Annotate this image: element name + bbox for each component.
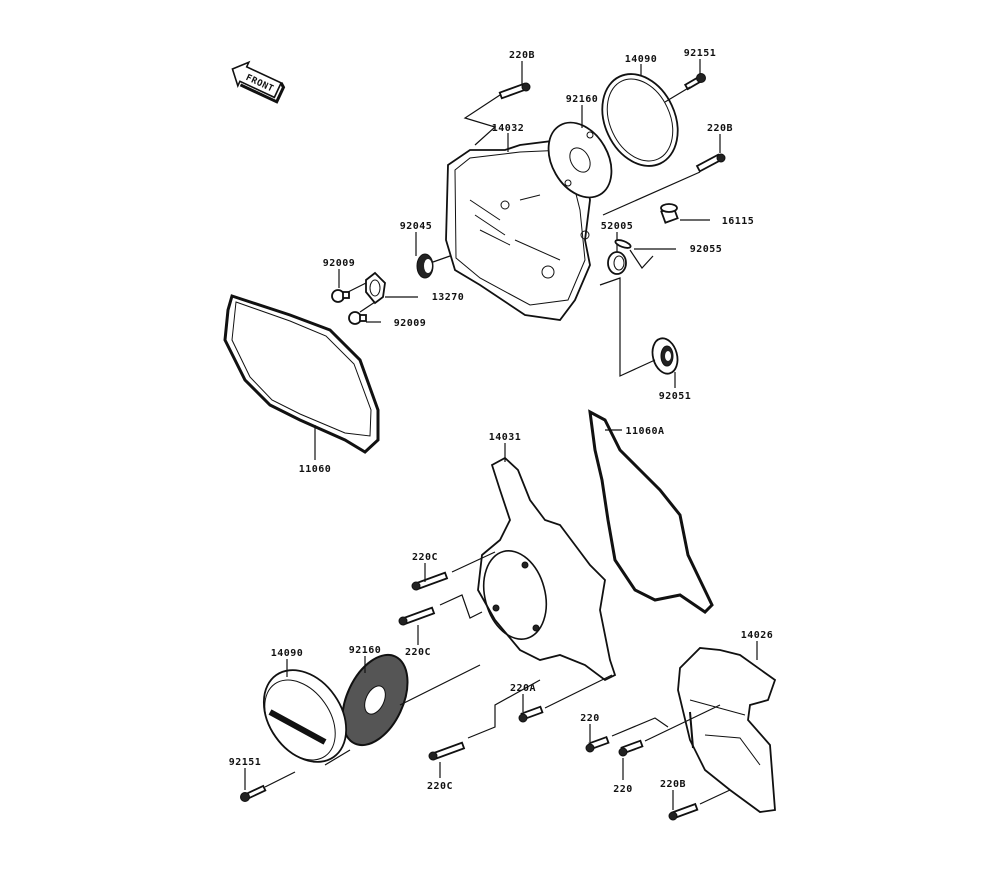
label-92160-bottom: 92160	[349, 645, 382, 656]
gasket-92160-top[interactable]	[536, 111, 624, 208]
label-16115: 16115	[722, 216, 755, 227]
plug-16115[interactable]	[660, 203, 679, 224]
gasket-11060a[interactable]	[588, 409, 714, 614]
bolt-92151-top[interactable]	[683, 73, 706, 91]
label-220-a: 220	[580, 713, 600, 724]
seal-52005[interactable]	[607, 251, 627, 275]
cover-14090-bottom[interactable]	[247, 654, 363, 777]
gasket-92160-bottom[interactable]	[329, 645, 420, 756]
bolt-220-b[interactable]	[618, 739, 644, 757]
label-220b-top: 220B	[509, 50, 535, 61]
label-220c-a: 220C	[412, 552, 438, 563]
oring-92055[interactable]	[614, 238, 632, 249]
label-92055: 92055	[690, 244, 723, 255]
label-220c-b: 220C	[405, 647, 431, 658]
label-14031: 14031	[489, 432, 522, 443]
bolt-220b-top[interactable]	[498, 82, 531, 100]
bolt-220c-b[interactable]	[398, 606, 436, 626]
label-92151-bottom: 92151	[229, 757, 262, 768]
bolt-220a[interactable]	[518, 705, 544, 723]
label-11060: 11060	[299, 464, 332, 475]
label-92045: 92045	[400, 221, 433, 232]
bolt-92009-a[interactable]	[331, 289, 350, 303]
bolt-220c-c[interactable]	[428, 741, 466, 761]
seal-92045[interactable]	[416, 253, 434, 279]
label-13270: 13270	[432, 292, 465, 303]
plate-13270[interactable]	[365, 271, 386, 305]
label-14032: 14032	[492, 123, 525, 134]
label-92160-top: 92160	[566, 94, 599, 105]
generator-cover-14031[interactable]	[474, 456, 617, 682]
label-92009-b: 92009	[394, 318, 427, 329]
label-220c-c: 220C	[427, 781, 453, 792]
front-arrow-icon: FRONT	[231, 60, 286, 104]
bolt-220-a[interactable]	[585, 735, 610, 753]
bolt-220b-bottom[interactable]	[668, 802, 699, 821]
bolt-92151-bottom[interactable]	[240, 784, 267, 802]
label-220b-bottom: 220B	[660, 779, 686, 790]
bearing-92051[interactable]	[649, 336, 681, 377]
label-220a: 220A	[510, 683, 536, 694]
label-92051: 92051	[659, 391, 692, 402]
sprocket-cover-14026[interactable]	[677, 647, 777, 813]
label-92151-top: 92151	[684, 48, 717, 59]
gasket-11060[interactable]	[223, 294, 380, 454]
bolt-220b-right[interactable]	[695, 153, 726, 173]
label-14090-top: 14090	[625, 54, 658, 65]
label-220b-right: 220B	[707, 123, 733, 134]
label-92009-a: 92009	[323, 258, 356, 269]
bolt-92009-b[interactable]	[348, 311, 367, 325]
bolt-220c-a[interactable]	[411, 571, 449, 591]
cover-14090-top[interactable]	[588, 62, 692, 179]
label-14090-bottom: 14090	[271, 648, 304, 659]
label-14026: 14026	[741, 630, 774, 641]
label-11060a: 11060A	[625, 426, 664, 437]
label-220-b: 220	[613, 784, 633, 795]
clutch-cover-14032[interactable]	[445, 139, 591, 321]
label-52005: 52005	[601, 221, 634, 232]
